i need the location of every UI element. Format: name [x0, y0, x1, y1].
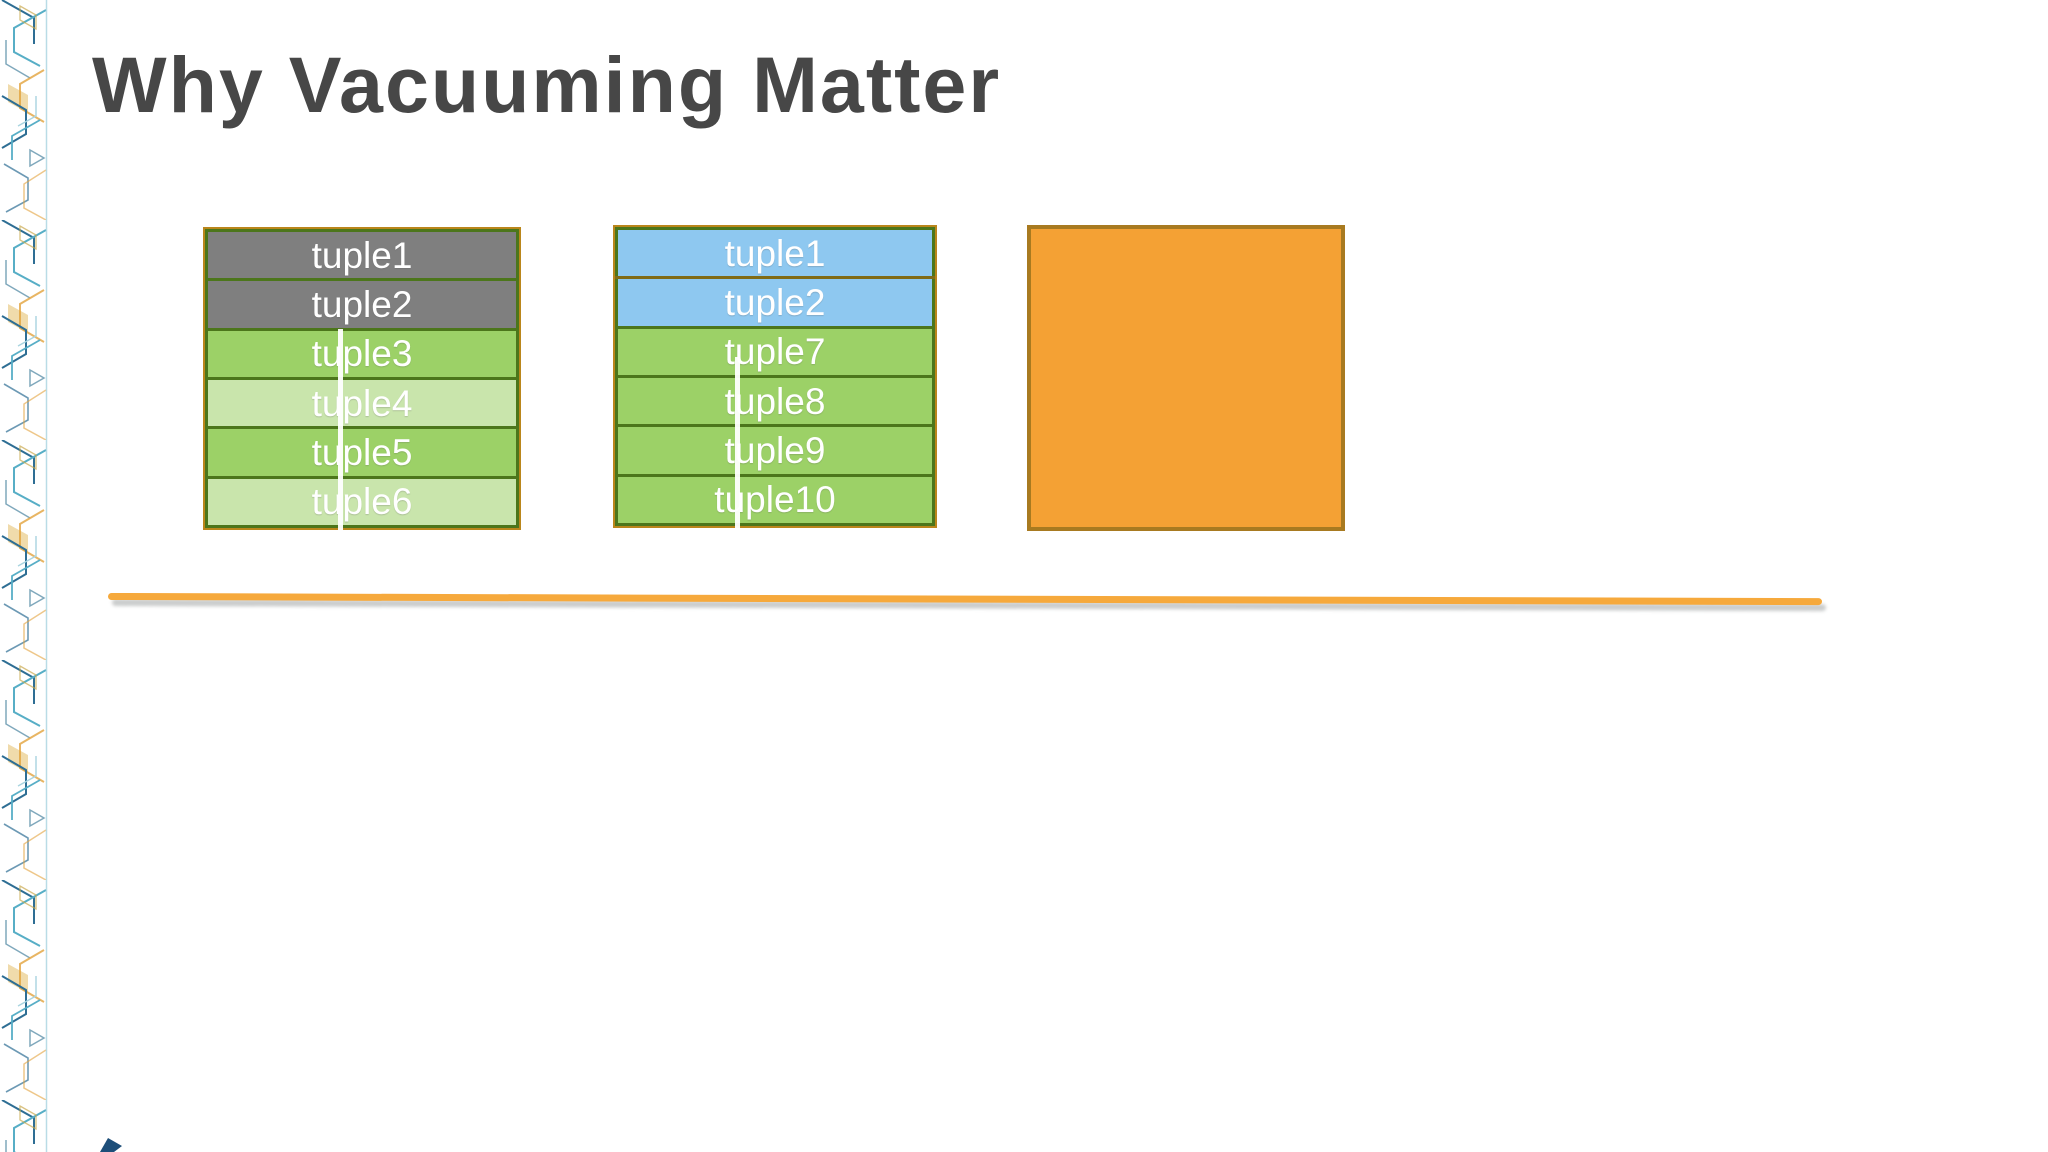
- tuple-row: tuple8: [618, 377, 932, 425]
- tuple-row: tuple6: [208, 478, 516, 525]
- tuple-row: tuple3: [208, 330, 516, 377]
- tuple-row: tuple1: [208, 232, 516, 279]
- tuple-row: tuple9: [618, 427, 932, 474]
- tuple-row: tuple5: [208, 429, 516, 476]
- tuple-row: tuple2: [618, 279, 932, 326]
- divider-line: [107, 593, 1823, 606]
- tuple-row: tuple2: [208, 281, 516, 328]
- left-decoration-pattern: [0, 0, 122, 1152]
- tuple-row: tuple1: [615, 230, 935, 280]
- corner-mark: [100, 1138, 122, 1152]
- slide-title: Why Vacuuming Matter: [92, 40, 1002, 129]
- tuple-row: tuple7: [618, 328, 932, 375]
- empty-page-box: [1027, 225, 1345, 531]
- capture-seam-artifact: [735, 357, 740, 547]
- tuple-row: tuple10: [618, 476, 932, 523]
- capture-seam-artifact: [338, 329, 343, 548]
- tuple-row: tuple4: [208, 379, 516, 427]
